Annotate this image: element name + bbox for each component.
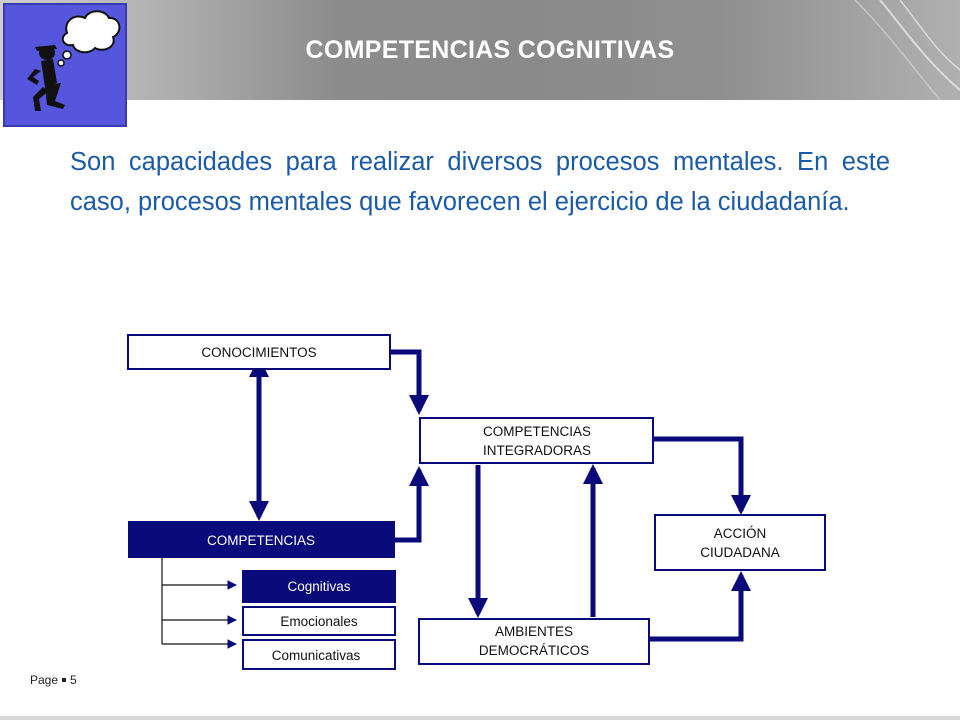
intro-paragraph: Son capacidades para realizar diversos p… (70, 148, 890, 216)
box-comunicativas: Comunicativas (242, 639, 396, 670)
bottom-border (0, 716, 960, 720)
page-footer: Page 5 (30, 673, 77, 687)
page-title: COMPETENCIAS COGNITIVAS (305, 36, 675, 64)
label-conocimientos: CONOCIMIENTOS (201, 345, 316, 360)
logo-box (3, 3, 127, 127)
box-competencias-integradoras: COMPETENCIAS INTEGRADORAS (419, 417, 654, 464)
header-swoosh (854, 0, 960, 101)
box-competencias: COMPETENCIAS (128, 521, 395, 558)
thinking-person-icon (27, 10, 121, 111)
label-ambientes-line1: AMBIENTES (495, 624, 573, 639)
box-emocionales: Emocionales (242, 606, 396, 636)
box-ambientes-democraticos: AMBIENTES DEMOCRÁTICOS (418, 618, 650, 665)
label-integradoras-line1: COMPETENCIAS (483, 424, 591, 439)
label-accion-line1: ACCIÓN (714, 526, 767, 541)
label-comunicativas: Comunicativas (272, 648, 361, 663)
page-number: 5 (70, 673, 77, 687)
page-label: Page (30, 673, 59, 687)
box-conocimientos: CONOCIMIENTOS (127, 334, 391, 370)
label-ambientes-line2: DEMOCRÁTICOS (479, 643, 589, 658)
box-cognitivas: Cognitivas (242, 570, 396, 603)
label-cognitivas: Cognitivas (287, 579, 350, 594)
label-competencias: COMPETENCIAS (207, 533, 315, 548)
label-emocionales: Emocionales (280, 614, 358, 629)
label-integradoras-line2: INTEGRADORAS (483, 443, 591, 458)
sub-branch-lines (161, 558, 237, 649)
box-accion-ciudadana: ACCIÓN CIUDADANA (654, 514, 826, 571)
bullet-square-icon (62, 677, 67, 682)
connector-lines (249, 349, 751, 642)
label-accion-line2: CIUDADANA (700, 545, 780, 560)
header-bar (0, 0, 960, 100)
